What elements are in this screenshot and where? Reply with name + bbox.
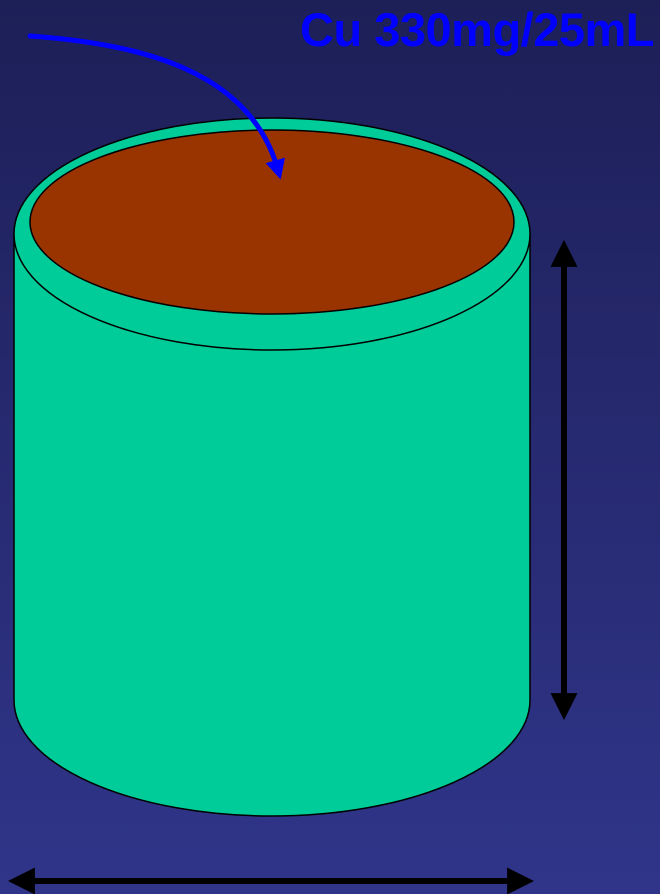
annotation-label: Cu 330mg/25mL — [300, 2, 654, 58]
